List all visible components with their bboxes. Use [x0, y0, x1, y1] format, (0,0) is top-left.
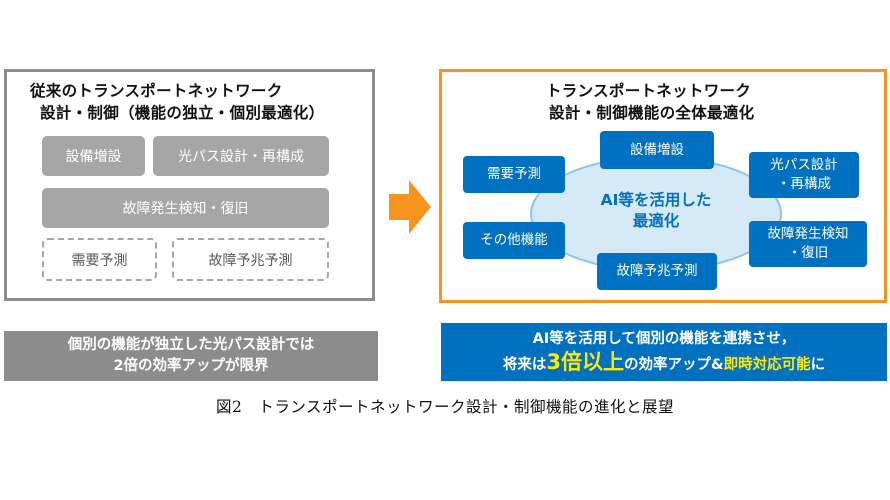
instant-response-highlight: 即時対応可能 [723, 356, 811, 373]
right-summary-line2: 将来は3倍以上の効率アップ&即時対応可能に [441, 349, 887, 377]
ai-optimization-line1: AI等を活用した [600, 191, 712, 209]
ai-optimization-label: AI等を活用した 最適化 [590, 190, 722, 232]
right-panel-title-line2: 設計・制御機能の全体最適化 [549, 104, 755, 122]
optical-path-design-box: 光パス設計・再構成 [153, 136, 329, 176]
right-summary-post: に [810, 356, 826, 373]
node-equipment-expansion: 設備増設 [600, 131, 714, 169]
right-summary-mid: の効率アップ& [623, 356, 724, 373]
node-fault-prediction-label: 故障予兆予測 [616, 263, 698, 279]
node-fault-detection-line1: 故障発生検知 [767, 226, 849, 242]
left-summary-banner: 個別の機能が独立した光パス設計では 2倍の効率アップが限界 [4, 331, 378, 381]
ai-optimization-line2: 最適化 [632, 212, 680, 230]
right-summary-pre: 将来は [502, 356, 547, 373]
node-other-functions-label: その他機能 [480, 232, 548, 248]
efficiency-highlight: 3倍以上 [546, 349, 624, 374]
left-panel-title-line2: 設計・制御（機能の独立・個別最適化） [40, 104, 325, 122]
left-summary-line2: 2倍の効率アップが限界 [113, 358, 269, 374]
node-demand-forecast-label: 需要予測 [487, 166, 541, 182]
node-fault-detection-line2: ・復旧 [787, 245, 829, 261]
fault-prediction-dashed-box: 故障予兆予測 [172, 238, 329, 281]
demand-forecast-dashed-box: 需要予測 [42, 238, 157, 281]
equipment-expansion-box: 設備増設 [42, 136, 145, 176]
node-demand-forecast: 需要予測 [463, 156, 565, 193]
right-panel-title-line1: トランスポートネットワーク [546, 82, 752, 100]
node-fault-prediction: 故障予兆予測 [597, 253, 717, 290]
left-panel-title-line1: 従来のトランスポートネットワーク [30, 82, 283, 100]
node-optical-path-design: 光パス設計 ・再構成 [749, 152, 859, 198]
left-summary-line1: 個別の機能が独立した光パス設計では [67, 337, 315, 353]
node-equipment-expansion-label: 設備増設 [630, 141, 684, 158]
node-optical-path-line1: 光パス設計 [770, 157, 838, 173]
right-arrow-icon [389, 180, 431, 234]
right-summary-line1: AI等を活用して個別の機能を連携させ， [532, 330, 796, 347]
node-fault-detection: 故障発生検知 ・復旧 [749, 221, 867, 267]
fault-detection-recovery-box: 故障発生検知・復旧 [42, 188, 329, 228]
figure-caption: 図2 トランスポートネットワーク設計・制御機能の進化と展望 [215, 398, 675, 416]
node-optical-path-line2: ・再構成 [777, 176, 831, 192]
right-summary-banner: AI等を活用して個別の機能を連携させ， 将来は3倍以上の効率アップ&即時対応可能… [441, 323, 887, 381]
node-other-functions: その他機能 [463, 222, 565, 259]
